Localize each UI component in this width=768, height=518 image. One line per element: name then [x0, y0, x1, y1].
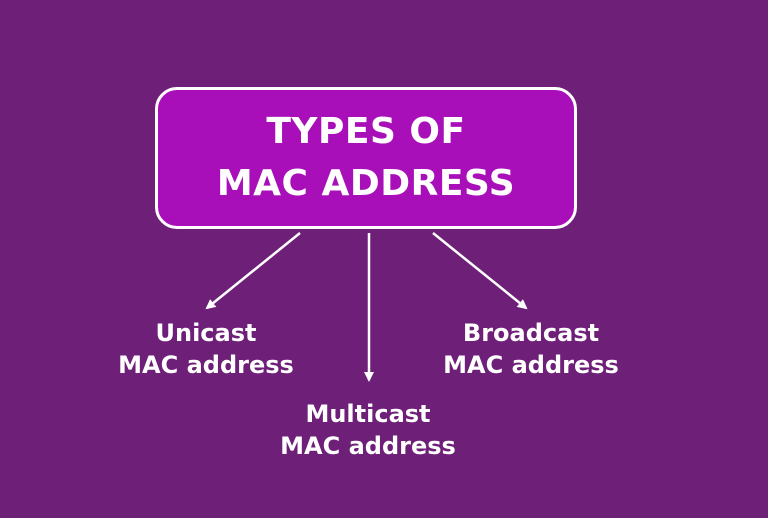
- arrow-unicast: [205, 232, 301, 310]
- unicast-line-1: Unicast: [155, 319, 257, 347]
- title-line-1: TYPES OF: [266, 111, 466, 152]
- broadcast-line-2: MAC address: [443, 351, 619, 379]
- arrow-broadcast: [432, 232, 528, 310]
- broadcast-label: Broadcast MAC address: [425, 317, 637, 381]
- unicast-label: Unicast MAC address: [100, 317, 312, 381]
- title-box: TYPES OF MAC ADDRESS: [155, 87, 577, 229]
- multicast-line-2: MAC address: [280, 432, 456, 460]
- multicast-label: Multicast MAC address: [262, 398, 474, 462]
- title-line-2: MAC ADDRESS: [216, 163, 516, 204]
- multicast-line-1: Multicast: [305, 400, 431, 428]
- unicast-line-2: MAC address: [118, 351, 294, 379]
- broadcast-line-1: Broadcast: [462, 319, 600, 347]
